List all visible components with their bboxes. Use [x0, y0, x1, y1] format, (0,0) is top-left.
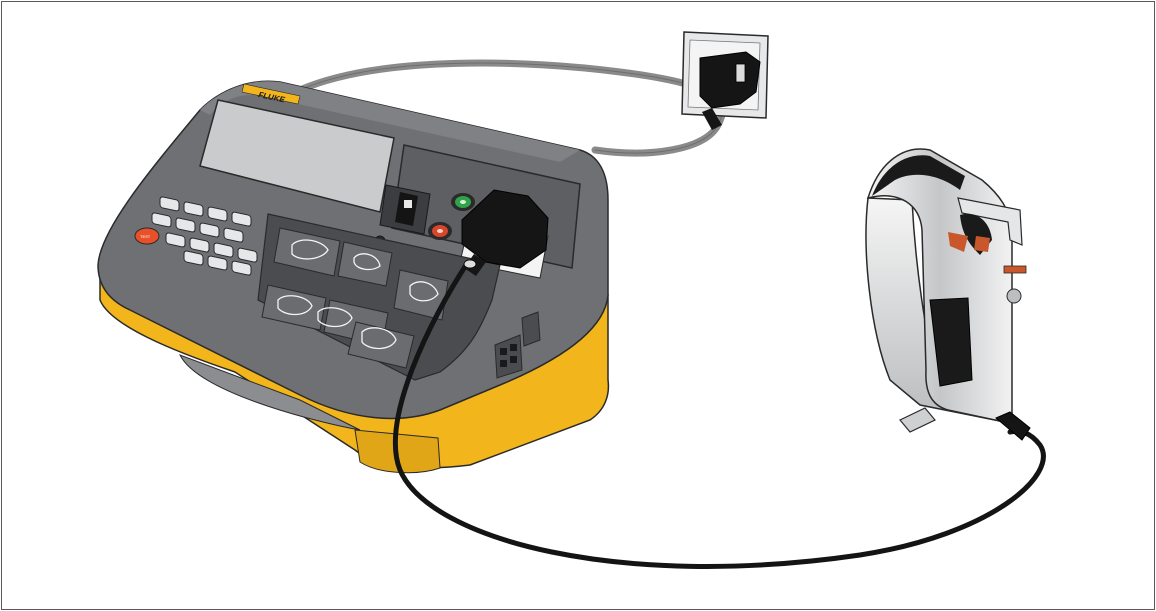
svg-text:TEST: TEST: [140, 234, 151, 239]
appliance-tester: FLUKE TEST: [98, 81, 608, 472]
test-key[interactable]: TEST: [135, 228, 159, 244]
power-switch[interactable]: [380, 185, 430, 234]
earth-bond-socket-green[interactable]: [451, 193, 475, 211]
steam-iron: [866, 149, 1030, 440]
supply-plug: [700, 52, 760, 130]
iron-steam-knob: [1007, 289, 1021, 303]
iron-heel-rest: [900, 408, 935, 432]
earth-bond-socket-red[interactable]: [428, 222, 452, 240]
iron-cord-entry: [996, 412, 1030, 440]
